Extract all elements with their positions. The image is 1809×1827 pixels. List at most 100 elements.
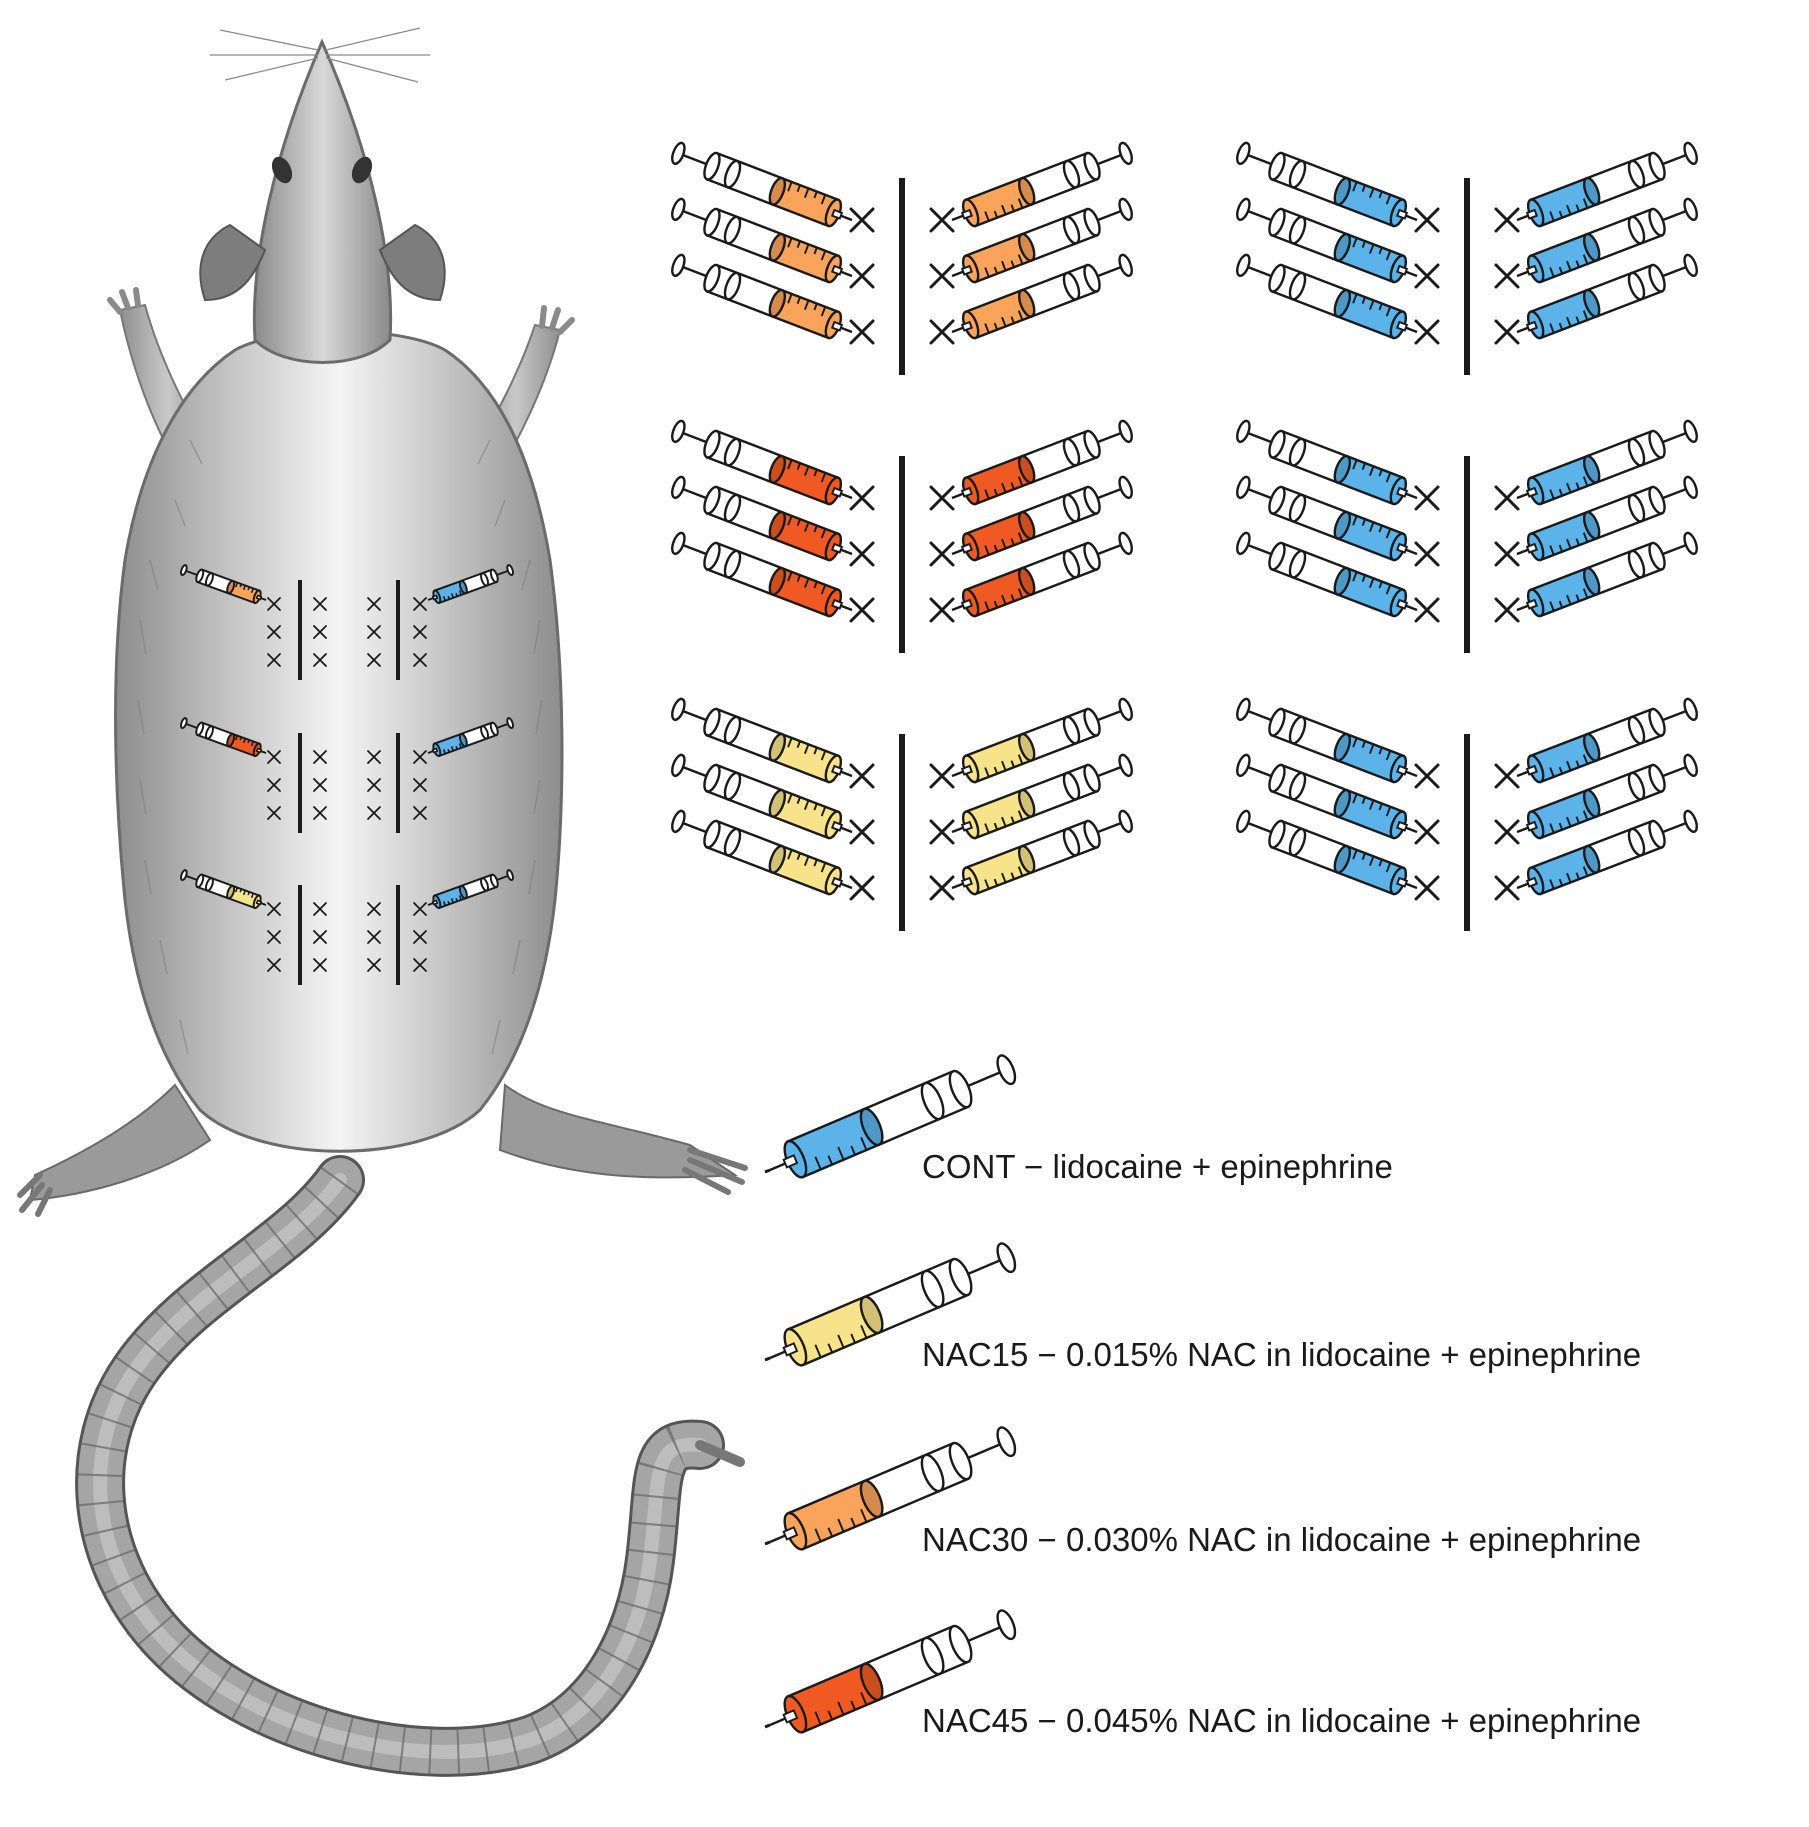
rat-injection-mark [313, 778, 327, 792]
panel-syringe-left [1236, 253, 1418, 340]
panel-injection-mark [929, 207, 955, 233]
rat-syringe-cont [427, 717, 514, 758]
panel-injection-mark [1414, 819, 1440, 845]
rat-injection-mark [313, 958, 327, 972]
rat-injection-mark [367, 653, 381, 667]
panel-syringe-left [1236, 531, 1418, 618]
panel-injection-mark [1494, 541, 1520, 567]
rat-injection-mark [313, 902, 327, 916]
rat-tail [75, 1155, 745, 1777]
panel-injection-mark [1414, 263, 1440, 289]
panel-cont [1236, 141, 1698, 375]
legend-label-cont: CONT − lidocaine + epinephrine [922, 1148, 1393, 1185]
panel-cont [1236, 419, 1698, 653]
rat-injection-mark [313, 653, 327, 667]
panel-injection-mark [929, 541, 955, 567]
rat-injection-mark [413, 750, 427, 764]
panel-syringe-left [1236, 809, 1418, 896]
panel-syringe-right [951, 753, 1133, 840]
rat-injection-mark [313, 597, 327, 611]
rat-injection-mark [367, 597, 381, 611]
rat-injection-mark [267, 653, 281, 667]
panel-syringe-left [671, 419, 853, 506]
rat-injection-mark [413, 625, 427, 639]
legend-syringe-nac15 [769, 1242, 1017, 1367]
panel-injection-mark [1494, 263, 1520, 289]
panel-syringe-left [1236, 475, 1418, 562]
legend-syringe-nac45 [769, 1609, 1017, 1734]
rat-injection-mark [367, 625, 381, 639]
rat-fur-texture [137, 439, 543, 1055]
panel-injection-mark [1494, 875, 1520, 901]
rat-injection-mark [313, 930, 327, 944]
panel-syringe-right [1516, 253, 1698, 340]
rat-injection-mark [267, 597, 281, 611]
rat-injection-mark [413, 778, 427, 792]
panel-injection-mark [849, 597, 875, 623]
panel-injection-mark [929, 263, 955, 289]
panel-syringe-right [951, 197, 1133, 284]
legend-item-nac30: NAC30 − 0.030% NAC in lidocaine + epinep… [764, 1426, 1641, 1558]
panel-injection-mark [1494, 319, 1520, 345]
panel-syringe-left [671, 697, 853, 784]
rat-injection-mark [267, 930, 281, 944]
panel-injection-mark [849, 819, 875, 845]
rat-injection-mark [313, 625, 327, 639]
panel-injection-mark [1494, 819, 1520, 845]
rat-injection-mark [367, 902, 381, 916]
rat-head [199, 27, 446, 364]
rat-hind-legs [17, 1083, 748, 1217]
rat-injection-mark [267, 778, 281, 792]
rat-injection-mark [267, 958, 281, 972]
panel-injection-mark [849, 763, 875, 789]
rat-injection-mark [367, 778, 381, 792]
rat-injection-mark [367, 930, 381, 944]
legend: CONT − lidocaine + epinephrine NAC15 − 0… [764, 1054, 1641, 1739]
panel-syringe-left [671, 475, 853, 562]
panel-syringe-right [951, 697, 1133, 784]
injection-layout-panels [671, 141, 1698, 931]
rat-injection-mark [413, 653, 427, 667]
rat-injection-mark [413, 930, 427, 944]
legend-syringe-nac30 [769, 1426, 1017, 1551]
panel-syringe-right [951, 253, 1133, 340]
panel-cont [1236, 697, 1698, 931]
panel-nac30 [671, 141, 1133, 375]
rat-syringe-nac45 [180, 717, 267, 758]
rat-injection-mark [413, 958, 427, 972]
rat-injection-mark [413, 902, 427, 916]
panel-injection-mark [849, 263, 875, 289]
panel-injection-mark [929, 819, 955, 845]
panel-nac45 [671, 419, 1133, 653]
rat-syringe-nac15 [180, 869, 267, 910]
panel-syringe-left [671, 141, 853, 228]
rat-injection-mark [267, 806, 281, 820]
panel-syringe-left [1236, 197, 1418, 284]
panel-syringe-right [951, 809, 1133, 896]
panel-injection-mark [929, 485, 955, 511]
rat-injection-mark [367, 958, 381, 972]
rat-syringe-cont [427, 564, 514, 605]
legend-label-nac30: NAC30 − 0.030% NAC in lidocaine + epinep… [922, 1521, 1641, 1558]
panel-syringe-left [1236, 697, 1418, 784]
panel-syringe-left [1236, 753, 1418, 840]
panel-injection-mark [1494, 207, 1520, 233]
panel-syringe-right [1516, 809, 1698, 896]
panel-injection-mark [1414, 763, 1440, 789]
panel-syringe-right [1516, 419, 1698, 506]
rat-injection-sites [267, 580, 427, 985]
panel-syringe-right [1516, 753, 1698, 840]
panel-injection-mark [1414, 875, 1440, 901]
panel-injection-mark [1414, 597, 1440, 623]
rat-syringes [180, 564, 514, 910]
rat-injection-mark [267, 750, 281, 764]
panel-injection-mark [849, 875, 875, 901]
panel-injection-mark [1414, 207, 1440, 233]
rat-injection-mark [413, 597, 427, 611]
panel-injection-mark [929, 763, 955, 789]
panel-nac15 [671, 697, 1133, 931]
rat-injection-mark [313, 806, 327, 820]
rat-injection-mark [367, 750, 381, 764]
